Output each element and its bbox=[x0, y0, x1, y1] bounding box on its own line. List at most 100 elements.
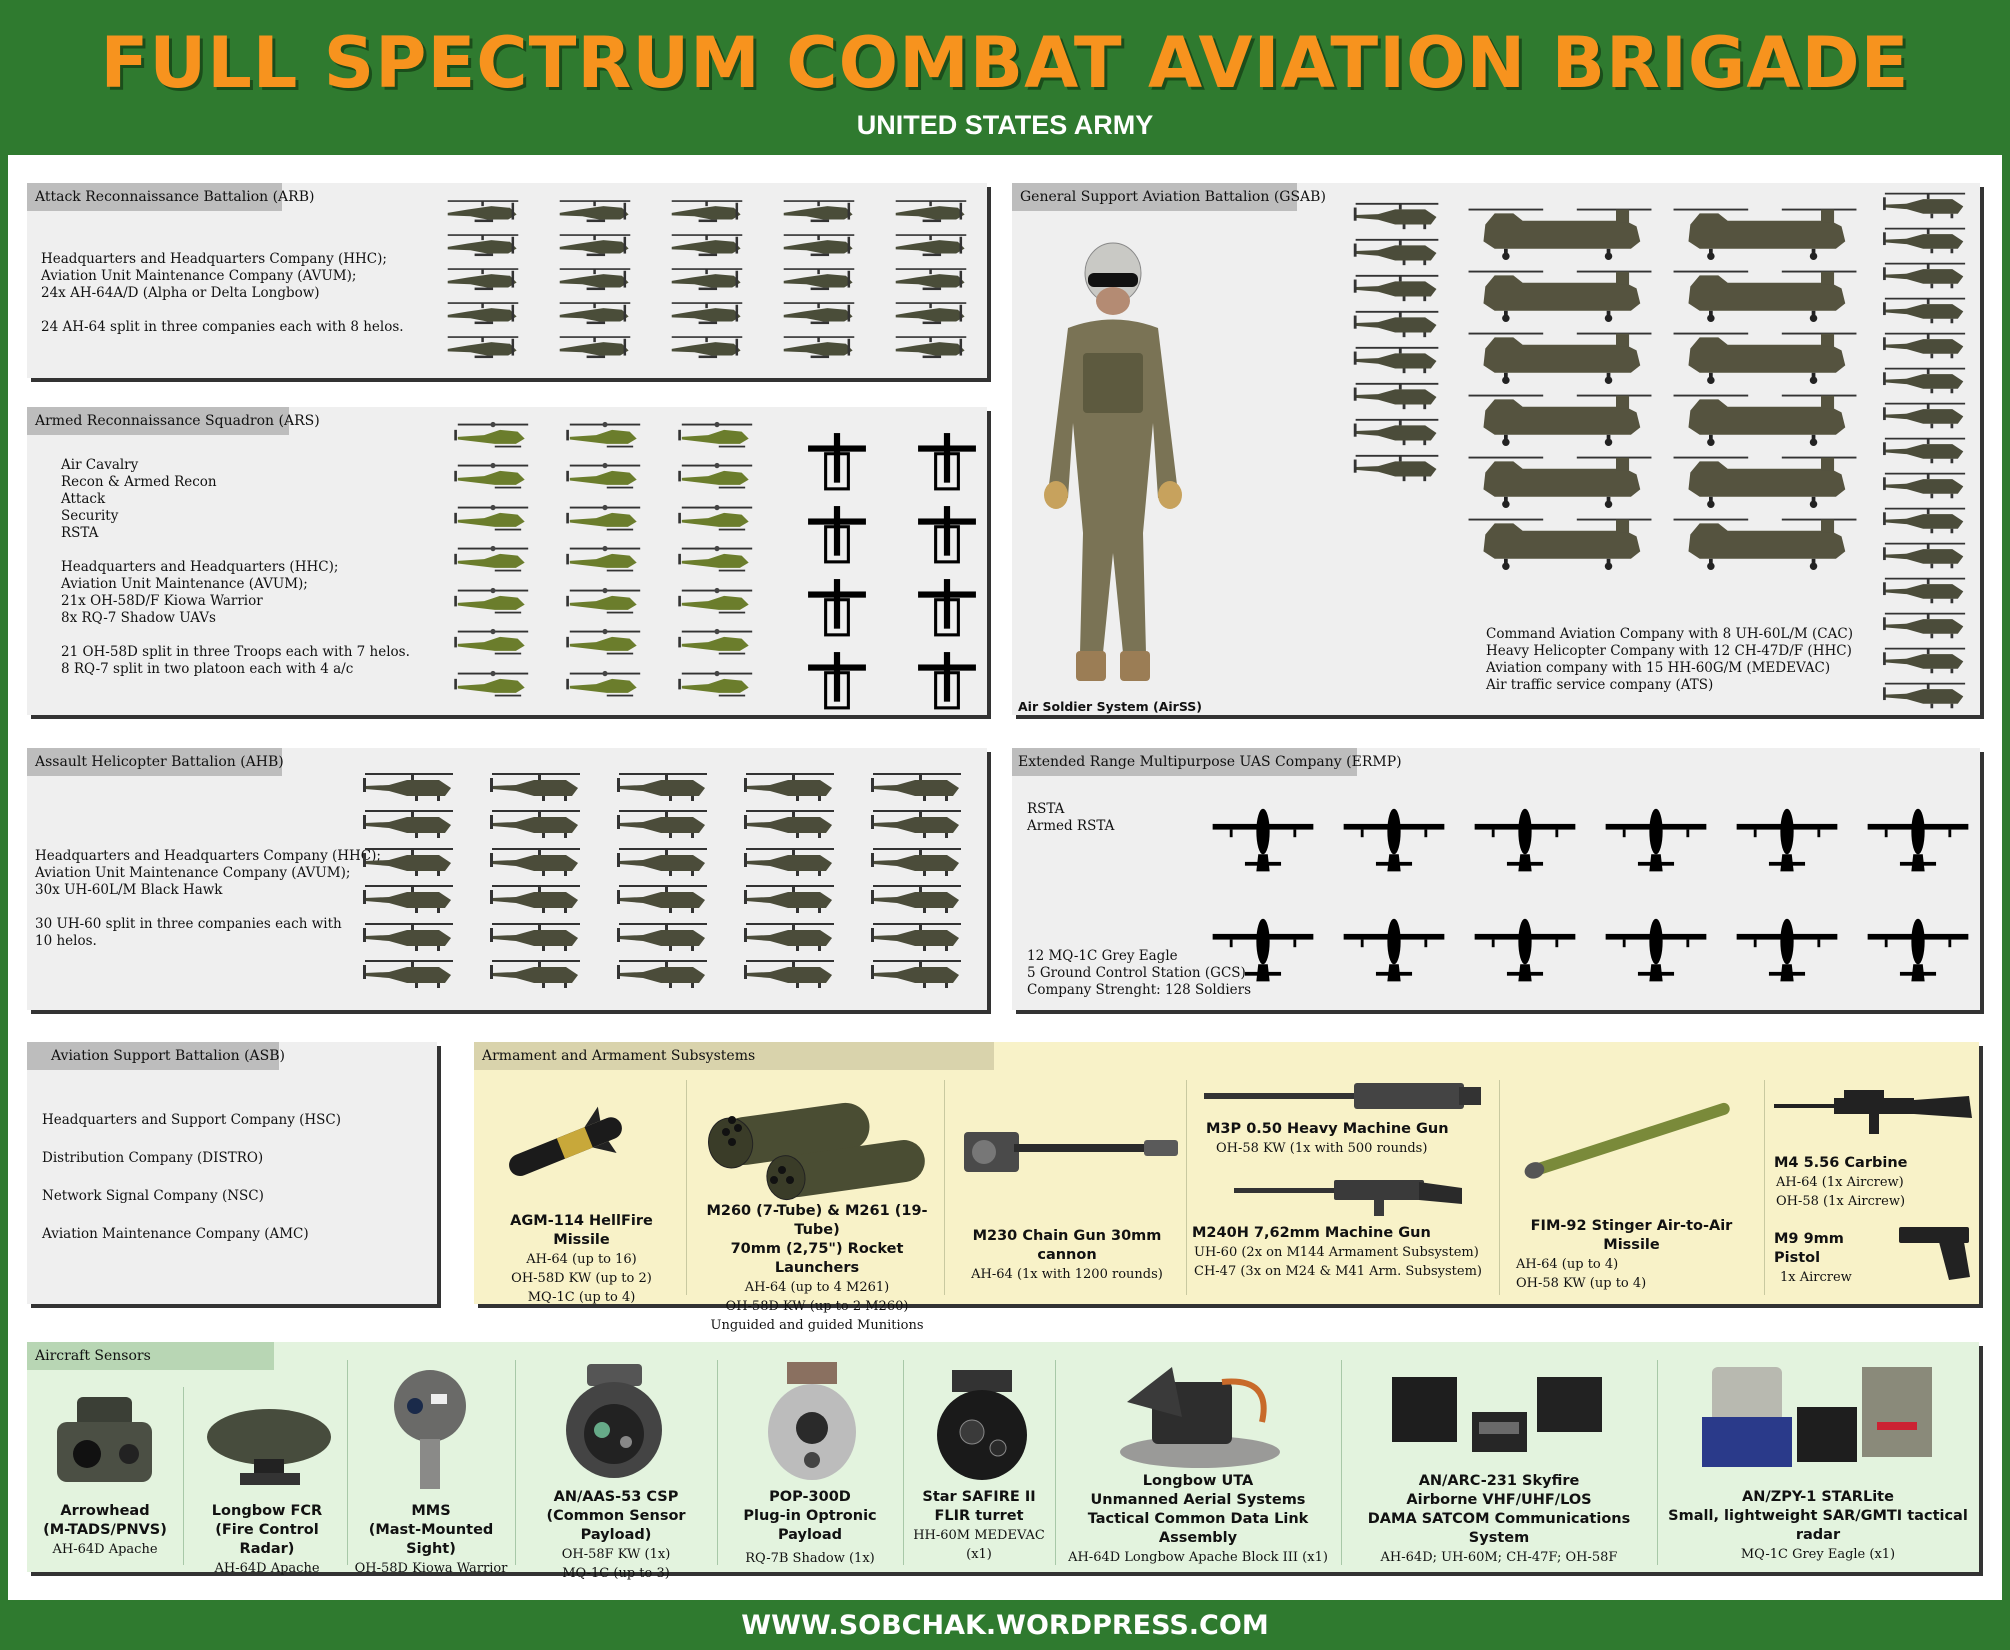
footer-url[interactable]: WWW.SOBCHAK.WORDPRESS.COM bbox=[741, 1610, 1269, 1641]
aircraft-item bbox=[763, 297, 875, 331]
rq-7-shadow-icon bbox=[808, 432, 866, 490]
aircraft-item bbox=[437, 457, 549, 499]
aircraft-item bbox=[1721, 896, 1852, 1006]
optronic-payload-icon bbox=[768, 1362, 856, 1480]
aircraft-item bbox=[726, 768, 853, 806]
sensor-payload-icon bbox=[566, 1364, 662, 1478]
asb-list-item: Headquarters and Support Company (HSC) bbox=[42, 1112, 342, 1128]
aircraft-item bbox=[345, 956, 472, 994]
stinger-image bbox=[1514, 1092, 1754, 1182]
oh-58-kiowa-icon bbox=[454, 587, 529, 614]
aircraft-item bbox=[437, 664, 549, 706]
uh-60-blackhawk-icon bbox=[1353, 382, 1439, 410]
aircraft-item bbox=[472, 918, 599, 956]
ah-64-apache-icon bbox=[783, 302, 855, 325]
oh-58-kiowa-icon bbox=[566, 670, 641, 697]
aircraft-item bbox=[437, 581, 549, 623]
ah-64-apache-icon bbox=[671, 302, 743, 325]
aircraft-item bbox=[599, 956, 726, 994]
uh-60-blackhawk-icon bbox=[616, 885, 707, 914]
uh-60-blackhawk-icon bbox=[743, 847, 834, 876]
aircraft-item bbox=[1342, 234, 1452, 270]
uh-60-blackhawk-icon bbox=[1883, 507, 1966, 534]
mq-1c-grey-eagle-icon bbox=[1736, 808, 1837, 872]
aircraft-item bbox=[1852, 786, 1983, 896]
oh-58-kiowa-icon bbox=[454, 421, 529, 448]
aircraft-item bbox=[651, 331, 763, 365]
aircraft-item bbox=[763, 195, 875, 229]
ah-64-apache-icon bbox=[671, 234, 743, 257]
aircraft-item bbox=[1457, 511, 1662, 573]
mq-1c-grey-eagle-icon bbox=[1474, 918, 1575, 982]
aircraft-item bbox=[1342, 378, 1452, 414]
asb-list-item: Network Signal Company (NSC) bbox=[42, 1188, 264, 1204]
aircraft-item bbox=[875, 229, 987, 263]
aircraft-item bbox=[661, 664, 773, 706]
aircraft-item bbox=[1872, 223, 1978, 258]
aircraft-item bbox=[763, 263, 875, 297]
ahb-header: Assault Helicopter Battalion (AHB) bbox=[27, 748, 284, 776]
aircraft-item bbox=[726, 806, 853, 844]
aircraft-item bbox=[345, 768, 472, 806]
uh-60-blackhawk-icon bbox=[489, 847, 580, 876]
aircraft-item bbox=[539, 229, 651, 263]
data-link-icon bbox=[1120, 1367, 1280, 1468]
ah-64-apache-icon bbox=[671, 336, 743, 359]
mms-text: MMS(Mast-Mounted Sight)OH-58D Kiowa Warr… bbox=[354, 1503, 508, 1576]
gsab-description: Command Aviation Company with 8 UH-60L/M… bbox=[1486, 626, 1853, 694]
uh-60-blackhawk-icon bbox=[362, 922, 453, 951]
air-soldier-figure bbox=[1028, 233, 1198, 693]
aircraft-item bbox=[549, 415, 661, 457]
ah-64-apache-icon bbox=[671, 268, 743, 291]
aircraft-item bbox=[853, 956, 980, 994]
aircraft-item bbox=[875, 297, 987, 331]
aircraft-item bbox=[1872, 538, 1978, 573]
mq-1c-grey-eagle-icon bbox=[1867, 918, 1968, 982]
aircraft-item bbox=[1872, 293, 1978, 328]
ah-64-apache-icon bbox=[895, 302, 967, 325]
aircraft-item bbox=[1872, 608, 1978, 643]
aircraft-item bbox=[1872, 258, 1978, 293]
aircraft-item bbox=[1662, 201, 1867, 263]
aircraft-item bbox=[1872, 328, 1978, 363]
aircraft-item bbox=[853, 768, 980, 806]
stinger-missile-icon bbox=[1524, 1102, 1730, 1179]
uh-60-blackhawk-icon bbox=[1883, 437, 1966, 464]
aircraft-item bbox=[1872, 398, 1978, 433]
mq-1c-grey-eagle-icon bbox=[1212, 918, 1313, 982]
aircraft-item bbox=[651, 195, 763, 229]
machine-gun-icon bbox=[1234, 1180, 1462, 1216]
aircraft-item bbox=[1342, 270, 1452, 306]
ahb-aircraft-grid bbox=[345, 768, 985, 993]
aircraft-item bbox=[1459, 896, 1590, 1006]
arb-description: Headquarters and Headquarters Company (H… bbox=[41, 251, 404, 335]
uh-60-blackhawk-icon bbox=[743, 810, 834, 839]
aircraft-item bbox=[875, 331, 987, 365]
oh-58-kiowa-icon bbox=[678, 670, 753, 697]
mms-image bbox=[385, 1364, 475, 1492]
sensors-panel: Aircraft Sensors Arrowhead(M-TADS/PNVS)A… bbox=[27, 1342, 1979, 1581]
uh-60-blackhawk-icon bbox=[1883, 262, 1966, 289]
mq-1c-grey-eagle-icon bbox=[1605, 918, 1706, 982]
aircraft-item bbox=[1457, 263, 1662, 325]
aircraft-item bbox=[1459, 786, 1590, 896]
uh-60-blackhawk-icon bbox=[870, 885, 961, 914]
ah-64-apache-icon bbox=[783, 268, 855, 291]
aircraft-item bbox=[427, 331, 539, 365]
uh-60-blackhawk-icon bbox=[870, 847, 961, 876]
aircraft-item bbox=[1342, 342, 1452, 378]
aircraft-item bbox=[1328, 896, 1459, 1006]
aircraft-item bbox=[1662, 387, 1867, 449]
aircraft-item bbox=[1590, 896, 1721, 1006]
gsab-right-helicopters bbox=[1872, 188, 1982, 713]
chain-gun-icon bbox=[964, 1132, 1178, 1172]
oh-58-kiowa-icon bbox=[678, 421, 753, 448]
uh-60-blackhawk-icon bbox=[743, 922, 834, 951]
aircraft-item bbox=[661, 457, 773, 499]
aircraft-item bbox=[651, 229, 763, 263]
mq-1c-grey-eagle-icon bbox=[1736, 918, 1837, 982]
rocket-launcher-text: M260 (7-Tube) & M261 (19-Tube)70mm (2,75… bbox=[706, 1203, 928, 1333]
